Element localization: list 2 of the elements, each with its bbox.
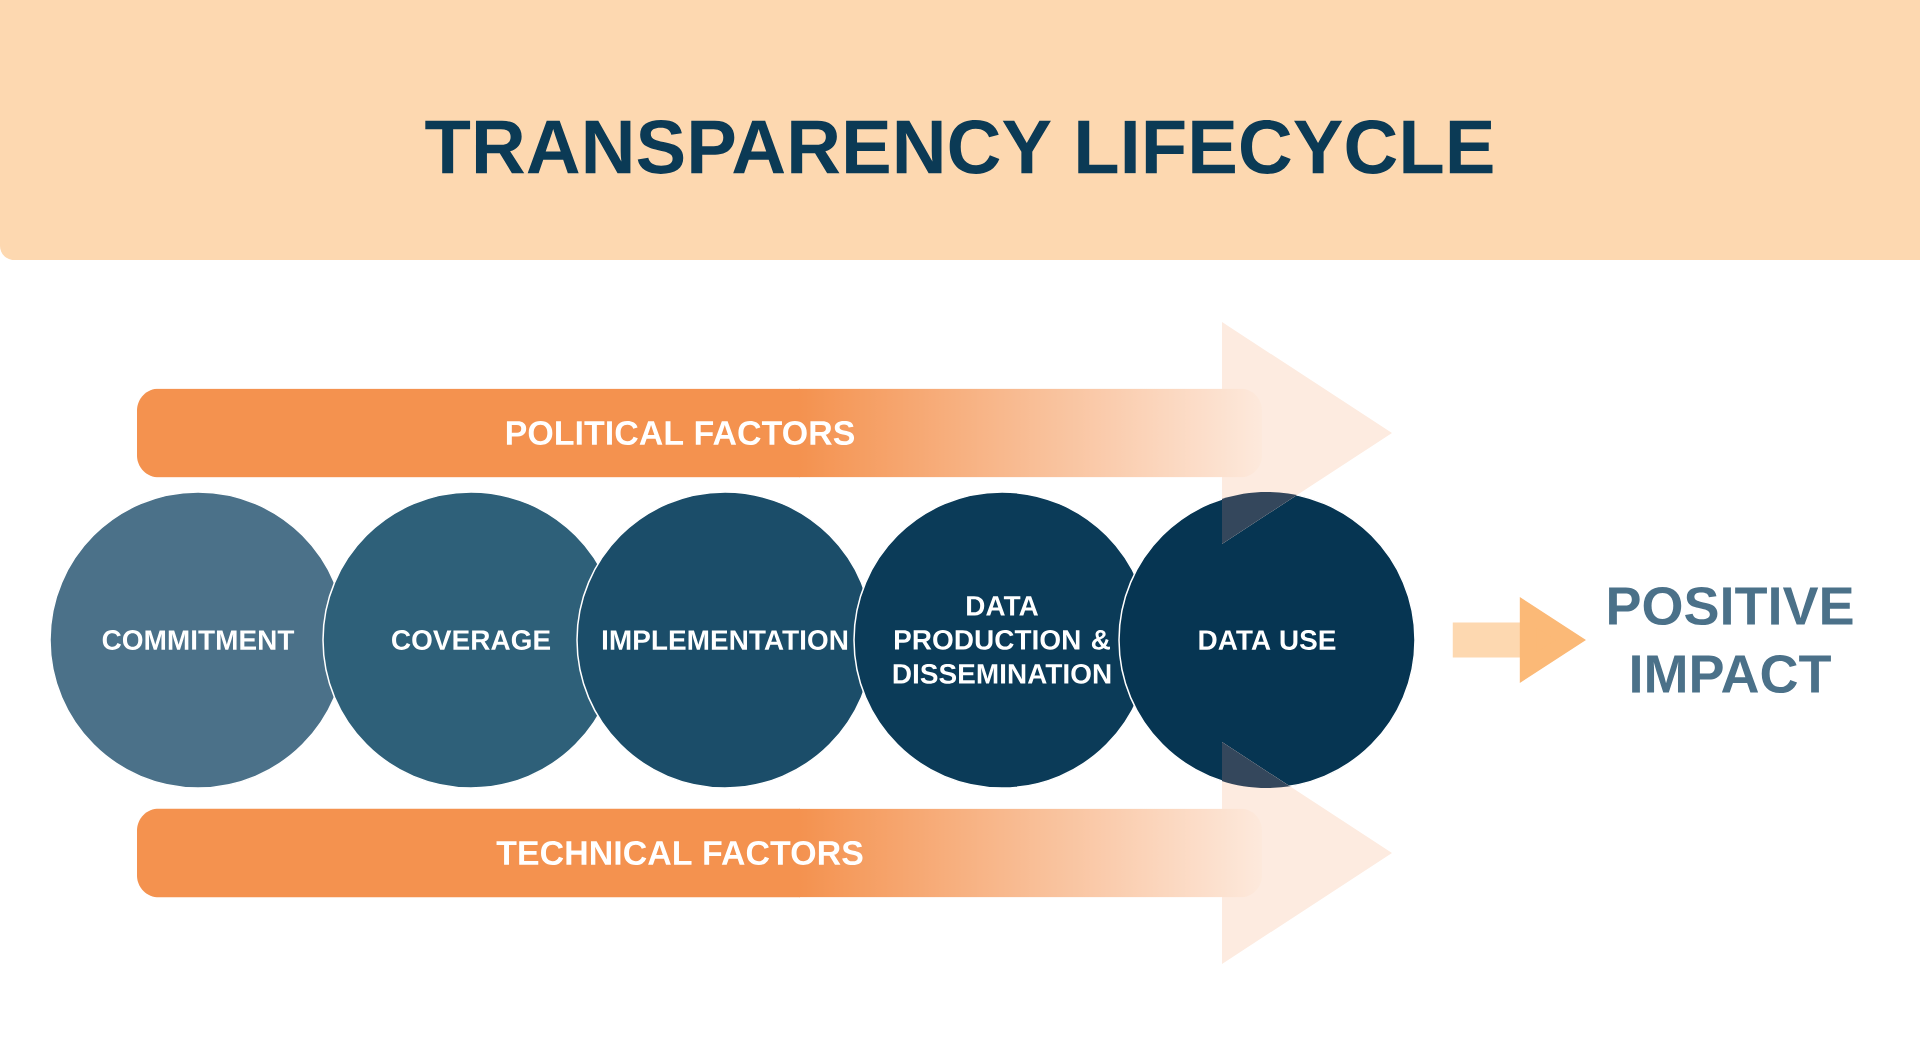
outcome-text: POSITIVE IMPACT [1609, 586, 1853, 694]
title-banner: TRANSPARENCY LIFECYCLE [0, 0, 1920, 260]
